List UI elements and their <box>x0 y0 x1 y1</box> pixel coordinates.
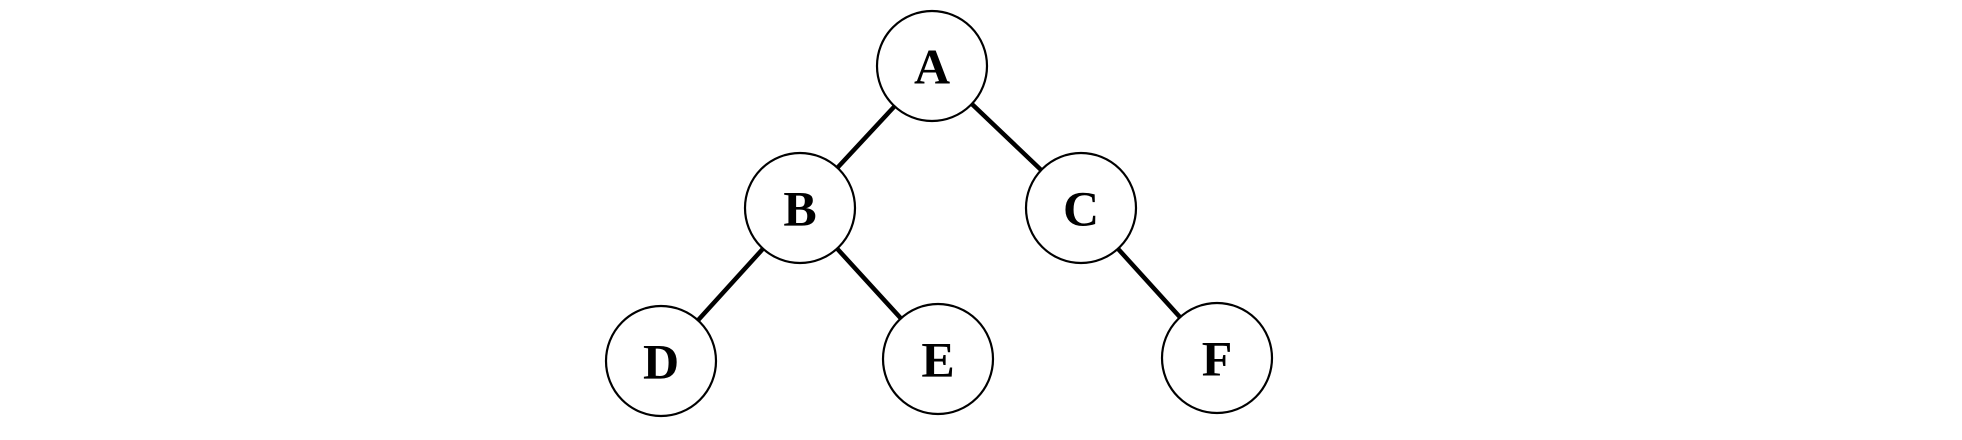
tree-node-label-A: A <box>914 39 950 95</box>
tree-nodes-layer: A B C D E F <box>604 9 1274 418</box>
tree-node-A: A <box>875 9 989 123</box>
tree-node-label-E: E <box>921 332 954 388</box>
tree-node-D: D <box>604 304 718 418</box>
tree-node-circle-C <box>1024 151 1138 265</box>
tree-node-circle-A <box>875 9 989 123</box>
tree-node-label-F: F <box>1202 331 1233 387</box>
tree-node-B: B <box>743 151 857 265</box>
tree-node-C: C <box>1024 151 1138 265</box>
tree-node-label-C: C <box>1063 181 1099 237</box>
tree-node-E: E <box>881 302 995 416</box>
tree-node-circle-D <box>604 304 718 418</box>
tree-node-circle-F <box>1160 301 1274 415</box>
tree-node-circle-B <box>743 151 857 265</box>
tree-node-circle-E <box>881 302 995 416</box>
tree-node-F: F <box>1160 301 1274 415</box>
tree-node-label-D: D <box>643 334 679 390</box>
tree-node-label-B: B <box>783 181 816 237</box>
